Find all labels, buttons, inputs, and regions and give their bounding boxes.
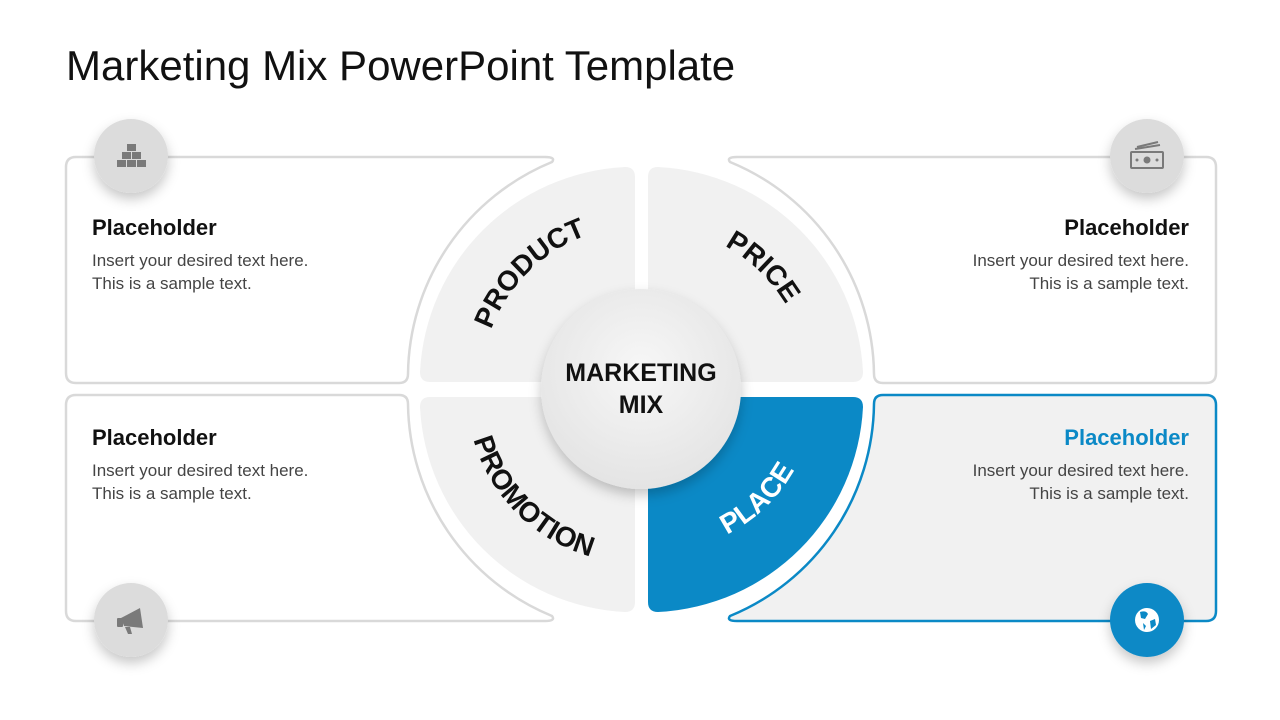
card-price-line1: Insert your desired text here.: [972, 251, 1189, 270]
center-hub: [541, 289, 741, 489]
card-price-line2: This is a sample text.: [1029, 274, 1189, 293]
card-place-body: Insert your desired text here. This is a…: [889, 459, 1189, 505]
card-place-heading: Placeholder: [1064, 425, 1189, 450]
globe-icon: [1110, 583, 1184, 657]
card-promotion-heading: Placeholder: [92, 425, 217, 450]
megaphone-icon: [94, 583, 168, 657]
card-product-outline: [64, 155, 555, 385]
card-product-line1: Insert your desired text here.: [92, 251, 309, 270]
card-price: Placeholder Insert your desired text her…: [889, 215, 1189, 295]
card-promotion-outline: [64, 393, 555, 623]
card-promotion-line1: Insert your desired text here.: [92, 461, 309, 480]
card-promotion-line2: This is a sample text.: [92, 484, 252, 503]
card-place: Placeholder Insert your desired text her…: [889, 425, 1189, 505]
card-price-heading: Placeholder: [1064, 215, 1189, 240]
money-icon: [1110, 119, 1184, 193]
card-product-line2: This is a sample text.: [92, 274, 252, 293]
card-price-body: Insert your desired text here. This is a…: [889, 249, 1189, 295]
card-product-body: Insert your desired text here. This is a…: [92, 249, 392, 295]
card-promotion: Placeholder Insert your desired text her…: [92, 425, 392, 505]
blocks-icon: [94, 119, 168, 193]
center-label-line2: MIX: [619, 391, 664, 419]
center-label-line1: MARKETING: [565, 359, 716, 387]
card-price-outline: [727, 155, 1218, 385]
card-product-heading: Placeholder: [92, 215, 217, 240]
slide-title: Marketing Mix PowerPoint Template: [66, 42, 736, 89]
card-promotion-body: Insert your desired text here. This is a…: [92, 459, 392, 505]
card-product: Placeholder Insert your desired text her…: [92, 215, 392, 295]
card-place-line2: This is a sample text.: [1029, 484, 1189, 503]
card-place-outline: [727, 393, 1218, 623]
card-place-line1: Insert your desired text here.: [972, 461, 1189, 480]
